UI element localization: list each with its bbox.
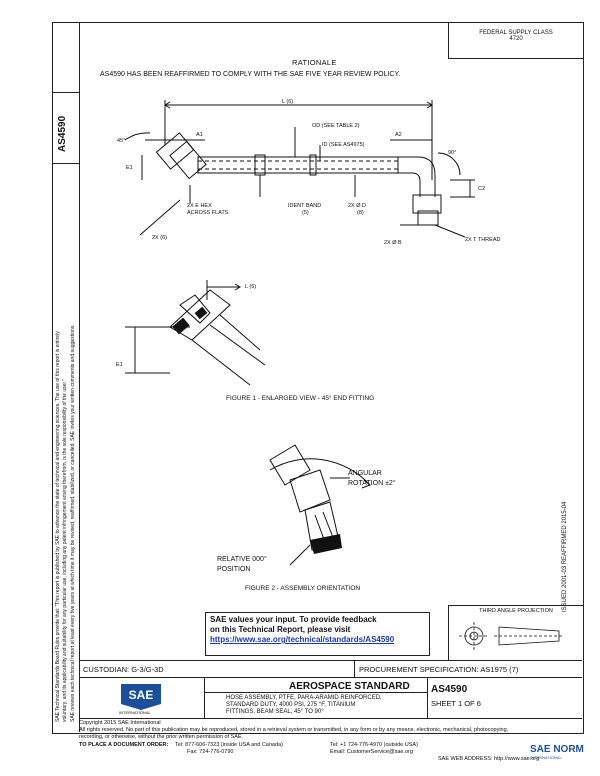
figure1-caption: FIGURE 1 - ENLARGED VIEW - 45° END FITTI… <box>226 395 375 402</box>
custodian-row: CUSTODIAN: G-3/G-3D PROCUREMENT SPECIFIC… <box>79 660 582 678</box>
description-line-1: HOSE ASSEMBLY, PTFE, PARA-ARAMID REINFOR… <box>226 695 382 701</box>
custodian-text: CUSTODIAN: G-3/G-3D <box>83 665 164 674</box>
figure2-assembly-orientation <box>269 444 371 566</box>
description-line-3: FITTINGS, BEAM SEAL, 45° TO 90° <box>226 709 324 715</box>
footer-rights-1: All rights reserved. No part of this pub… <box>79 727 509 733</box>
sheet-number: SHEET 1 OF 6 <box>431 699 481 708</box>
watermark-logo: SAE NORM INTERNATIONAL <box>530 744 600 776</box>
label-E1: E1 <box>126 165 133 171</box>
sae-logo-sub: INTERNATIONAL <box>119 710 151 715</box>
sae-logo-area: SAE INTERNATIONAL <box>79 678 205 718</box>
hose-assembly-drawing <box>124 100 475 238</box>
fig2-label-rotation: ROTATION ±2° <box>348 480 396 487</box>
fig2-label-position: POSITION <box>217 566 251 573</box>
feedback-link[interactable]: https://www.sae.org/technical/standards/… <box>210 635 395 644</box>
description-line-2: STANDARD DUTY, 4000 PSI, 275 °F, TITANIU… <box>226 702 356 708</box>
issue-reaffirm-text: ISSUED 2001-03 REAFFIRMED 2015-04 <box>562 501 568 612</box>
sae-logo-icon: SAE <box>121 684 161 710</box>
footer-order-label: TO PLACE A DOCUMENT ORDER: <box>79 742 169 748</box>
footer-tel-1: Tel: 877-606-7323 (inside USA and Canada… <box>175 742 283 748</box>
feedback-box: SAE values your input. To provide feedba… <box>205 612 430 656</box>
label-ident-band: IDENT BAND <box>288 203 322 209</box>
label-90-deg: 90° <box>448 150 457 156</box>
docnum-divider <box>427 678 428 718</box>
watermark-sub: INTERNATIONAL <box>530 755 562 760</box>
sae-logo-text: SAE <box>129 688 154 702</box>
label-hex: 2X E HEX <box>187 203 212 209</box>
label-od: OD (SEE TABLE 2) <box>312 123 360 129</box>
left-doc-number: AS4590 <box>57 115 68 152</box>
label-A2: A2 <box>395 132 402 138</box>
footer-email: Email: CustomerService@sae.org <box>330 749 413 755</box>
fsc-code: 4720 <box>509 36 523 42</box>
label-2x-6: 2X (6) <box>152 235 167 241</box>
left-notice-line-2: voluntary, and its applicability and sui… <box>62 379 68 722</box>
label-dia-b: 2X Ø B <box>384 240 402 246</box>
left-margin-strip <box>52 22 80 732</box>
fig2-label-relative: RELATIVE 000° <box>217 556 267 563</box>
footer-fax: Fax: 724-776-0790 <box>187 749 234 755</box>
footer-rights-2: recording, or otherwise, without the pri… <box>79 734 244 740</box>
fig1-label-E1: E1 <box>116 362 123 368</box>
rationale-heading: RATIONALE <box>292 58 337 67</box>
drawing-sheet-frame <box>52 22 584 734</box>
fig1-label-L: L (6) <box>245 284 257 290</box>
figure2-caption: FIGURE 2 - ASSEMBLY ORIENTATION <box>245 585 361 592</box>
fsc-label: FEDERAL SUPPLY CLASS <box>479 30 553 36</box>
footer-web[interactable]: SAE WEB ADDRESS: http://www.sae.org <box>438 756 540 762</box>
footer-copyright: Copyright 2015 SAE International <box>79 720 161 726</box>
label-thread: 2X T THREAD <box>465 237 501 243</box>
label-ident-num: (5) <box>302 210 309 216</box>
feedback-line-2: on this Technical Report, please visit <box>210 625 351 634</box>
federal-supply-class-box: FEDERAL SUPPLY CLASS 4720 <box>448 22 583 59</box>
title-block: SAE INTERNATIONAL AEROSPACE STANDARD HOS… <box>79 677 582 719</box>
procurement-text: PROCUREMENT SPECIFICATION: AS1975 (7) <box>359 665 519 674</box>
projection-label: THIRD ANGLE PROJECTION <box>479 608 553 614</box>
rationale-text: AS4590 HAS BEEN REAFFIRMED TO COMPLY WIT… <box>100 71 401 78</box>
left-notice-line-1: SAE Technical Standards Board Rules prov… <box>55 331 61 722</box>
watermark-text: SAE NORM <box>530 744 584 755</box>
label-dia-d-num: (8) <box>357 210 364 216</box>
figure1-enlarged-view <box>125 280 266 386</box>
third-angle-projection-symbol <box>459 622 564 650</box>
label-dia-d: 2X Ø D <box>348 203 367 209</box>
footer-tel-2: Tel: +1 724-776-4970 (outside USA) <box>330 742 418 748</box>
left-doc-number-box <box>52 92 79 164</box>
label-across-flats: ACROSS FLATS <box>187 210 229 216</box>
label-id: ID (SEE AS4975) <box>322 142 365 148</box>
label-45-deg: 45° <box>117 138 126 144</box>
left-notice-line-3: SAE reviews each technical report at lea… <box>70 324 76 722</box>
standard-title: AEROSPACE STANDARD <box>289 681 410 692</box>
label-A1: A1 <box>196 132 203 138</box>
title-divider <box>204 692 427 693</box>
feedback-line-1: SAE values your input. To provide feedba… <box>210 615 377 624</box>
projection-box: THIRD ANGLE PROJECTION <box>448 605 583 661</box>
label-L: L (6) <box>282 99 294 105</box>
doc-number: AS4590 <box>431 684 468 695</box>
fig2-label-angular: ANGULAR <box>348 470 382 477</box>
procurement-divider <box>354 661 355 678</box>
label-C2: C2 <box>478 186 486 192</box>
